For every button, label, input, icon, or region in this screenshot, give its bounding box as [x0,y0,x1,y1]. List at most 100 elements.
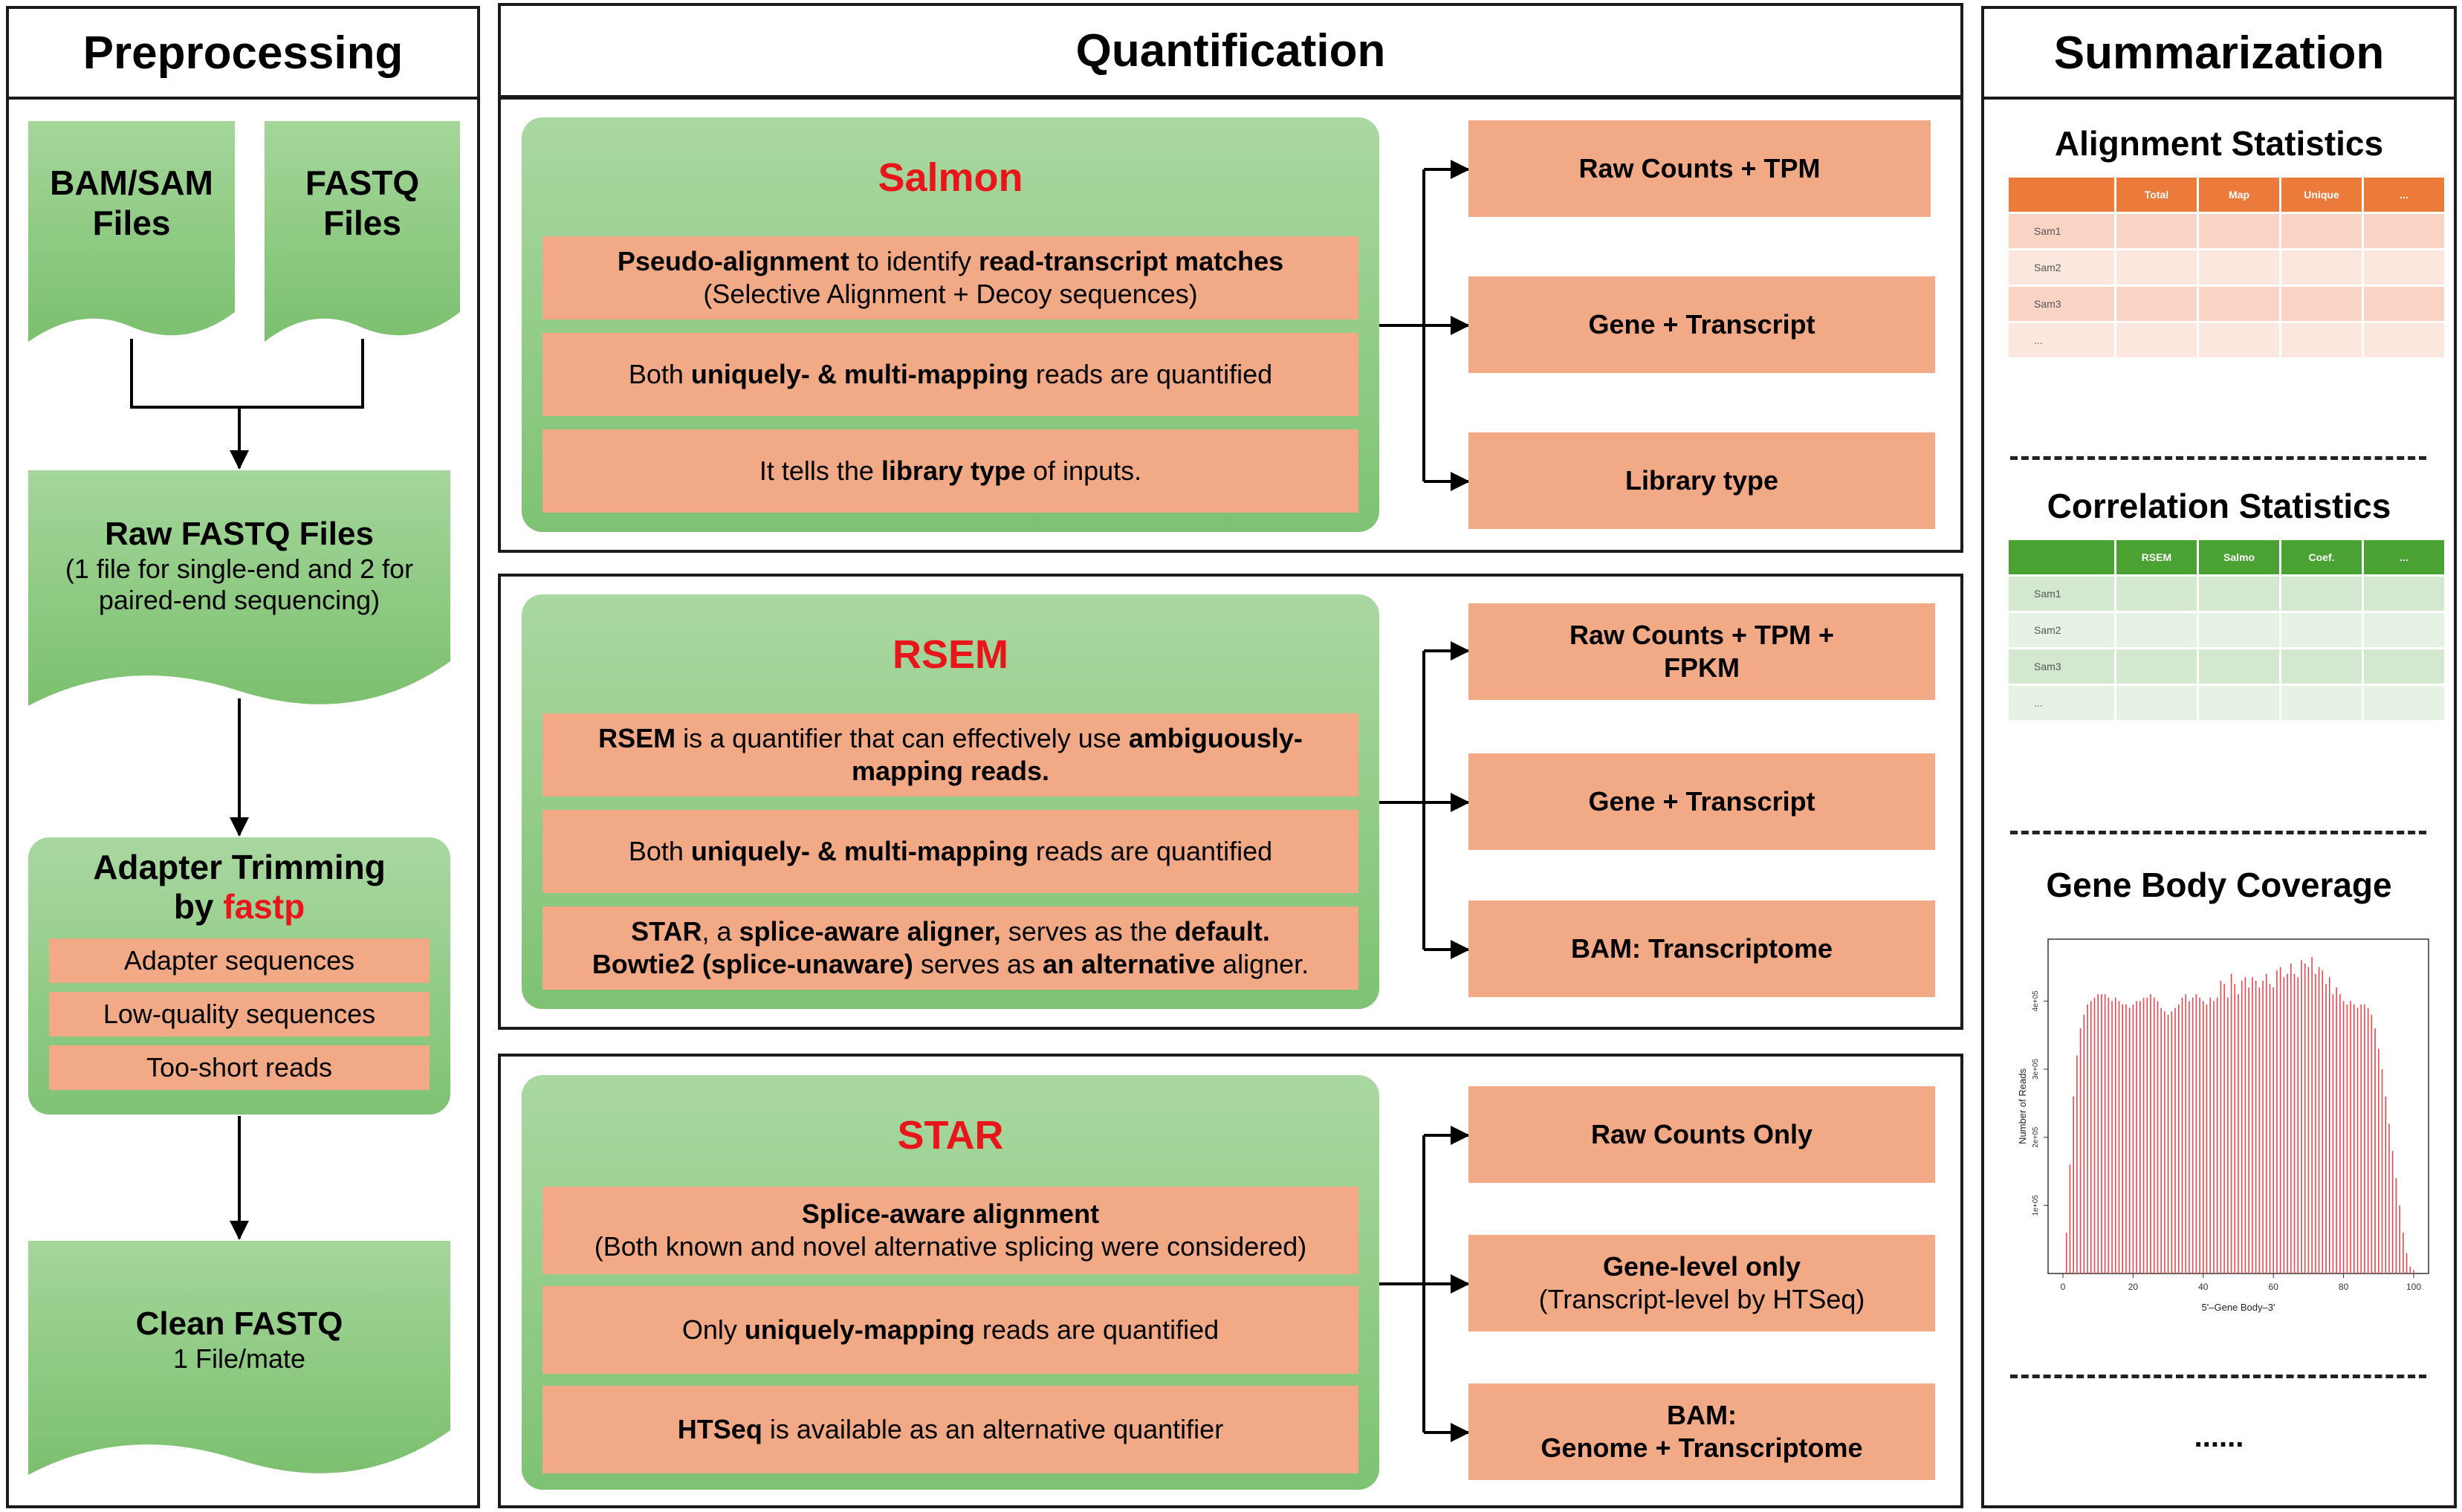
output-label: Raw Counts Only [1590,1119,1813,1150]
correlation-cell [2281,577,2362,611]
alignment-row: ... [2009,323,2444,357]
alignment-cell [2199,287,2279,321]
correlation-header-cell: ... [2364,540,2444,574]
correlation-cell [2116,649,2197,684]
alignment-row-label: ... [2009,323,2114,357]
fastq-label: FASTQ [305,163,420,202]
rsem-tool-name: RSEM [892,632,1008,677]
x-axis-label: 5'–Gene Body–3' [2202,1302,2275,1313]
y-axis-label: Number of Reads [2017,1068,2028,1144]
salmon-box: Salmon Pseudo-alignment to identify read… [522,117,1379,532]
output-label: BAM: Transcriptome [1570,933,1833,964]
correlation-cell [2199,577,2279,611]
output-label: Raw Counts + TPM [1578,153,1821,184]
salmon-output-gene-transcript: Gene + Transcript [1468,276,1935,373]
salmon-box-library-type: It tells the library type of inputs. [542,429,1358,513]
raw-fastq-files: Raw FASTQ Files (1 file for single-end a… [28,470,450,693]
alignment-row-label: Sam2 [2009,250,2114,285]
correlation-cell [2364,649,2444,684]
output-label: Gene + Transcript [1588,786,1815,817]
output-label: BAM: [1667,1400,1737,1431]
output-label: Raw Counts + TPM + [1569,620,1835,651]
adapter-item-too-short: Too-short reads [49,1045,430,1090]
dashed-divider [2010,456,2426,460]
correlation-row: Sam2 [2009,613,2444,647]
correlation-row: ... [2009,686,2444,720]
alignment-cell [2364,250,2444,285]
fastp-tool-name: fastp [223,886,305,926]
text: serves as the [1000,916,1175,947]
text-bold: Splice-aware alignment [801,1198,1100,1230]
y-tick-label: 1e+05 [2032,1195,2040,1216]
text: (Both known and novel alternative splici… [594,1231,1307,1262]
text: serves as [913,949,1043,979]
adapter-trimming-title: Adapter Trimming [93,848,386,886]
adapter-item-low-quality: Low-quality sequences [49,992,430,1036]
star-box-htseq: HTSeq is available as an alternative qua… [542,1386,1358,1473]
alignment-row-label: Sam3 [2009,287,2114,321]
text: is a quantifier that can effectively use [676,723,1129,754]
star-output-bam-genome: BAM:Genome + Transcriptome [1468,1383,1935,1480]
alignment-cell [2199,250,2279,285]
alignment-row: Sam3 [2009,287,2444,321]
adapter-item-label: Low-quality sequences [103,999,376,1030]
correlation-header-cell: RSEM [2116,540,2197,574]
correlation-row-label: Sam3 [2009,649,2114,684]
text-bold: ambiguously- [1128,723,1303,754]
text: (Selective Alignment + Decoy sequences) [703,279,1198,309]
salmon-tool-name: Salmon [878,155,1023,200]
text-bold: Pseudo-alignment [617,246,849,277]
alignment-cell [2364,287,2444,321]
correlation-row-label: Sam2 [2009,613,2114,647]
alignment-cell [2281,214,2362,248]
fastq-doc-shape [265,121,460,342]
x-tick-label: 20 [2128,1282,2139,1292]
gene-body-coverage-title: Gene Body Coverage [2046,866,2392,904]
alignment-header-cell: Map [2199,178,2279,212]
text-bold: default. [1174,916,1270,947]
alignment-row: Sam2 [2009,250,2444,285]
correlation-header-corner [2009,540,2114,574]
text-bold: uniquely- & multi-mapping [690,836,1028,867]
alignment-header-cell: Unique [2281,178,2362,212]
output-label: Genome + Transcriptome [1541,1432,1863,1463]
alignment-cell [2364,214,2444,248]
preprocessing-title: Preprocessing [82,27,404,79]
correlation-cell [2281,686,2362,720]
alignment-cell [2281,323,2362,357]
correlation-cell [2116,613,2197,647]
salmon-box-pseudo-alignment: Pseudo-alignment to identify read-transc… [542,236,1358,319]
star-tool-name: STAR [897,1113,1004,1158]
star-box-splice-aware: Splice-aware alignment(Both known and no… [542,1187,1358,1274]
quantification-title: Quantification [1075,25,1386,77]
rsem-box-mapping: Both uniquely- & multi-mapping reads are… [542,810,1358,893]
text-bold: RSEM [598,723,676,754]
alignment-cell [2364,323,2444,357]
correlation-cell [2364,577,2444,611]
text: to identify [849,246,979,277]
output-label: FPKM [1663,652,1740,683]
dashed-divider [2010,831,2426,834]
text: reads are quantified [1028,359,1273,390]
text-bold: read-transcript matches [978,246,1284,277]
alignment-header-corner [2009,178,2114,212]
clean-fastq: Clean FASTQ 1 File/mate [28,1241,450,1464]
correlation-cell [2199,686,2279,720]
text-bold: Bowtie2 (splice-unaware) [592,949,913,979]
summarization-title: Summarization [2053,27,2385,79]
x-tick-label: 80 [2339,1282,2349,1292]
alignment-cell [2199,214,2279,248]
correlation-header-cell: Coef. [2281,540,2362,574]
text-bold: splice-aware aligner, [739,916,1001,947]
text: reads are quantified [1028,836,1273,867]
correlation-row: Sam3 [2009,649,2444,684]
correlation-row-label: Sam1 [2009,577,2114,611]
correlation-cell [2199,613,2279,647]
alignment-header-cell: Total [2116,178,2197,212]
raw-fastq-line1: (1 file for single-end and 2 for [65,553,414,584]
clean-fastq-sub: 1 File/mate [172,1343,306,1374]
correlation-cell [2364,613,2444,647]
output-label: Gene-level only [1602,1251,1801,1282]
bam-sam-files: BAM/SAM Files [28,121,235,337]
